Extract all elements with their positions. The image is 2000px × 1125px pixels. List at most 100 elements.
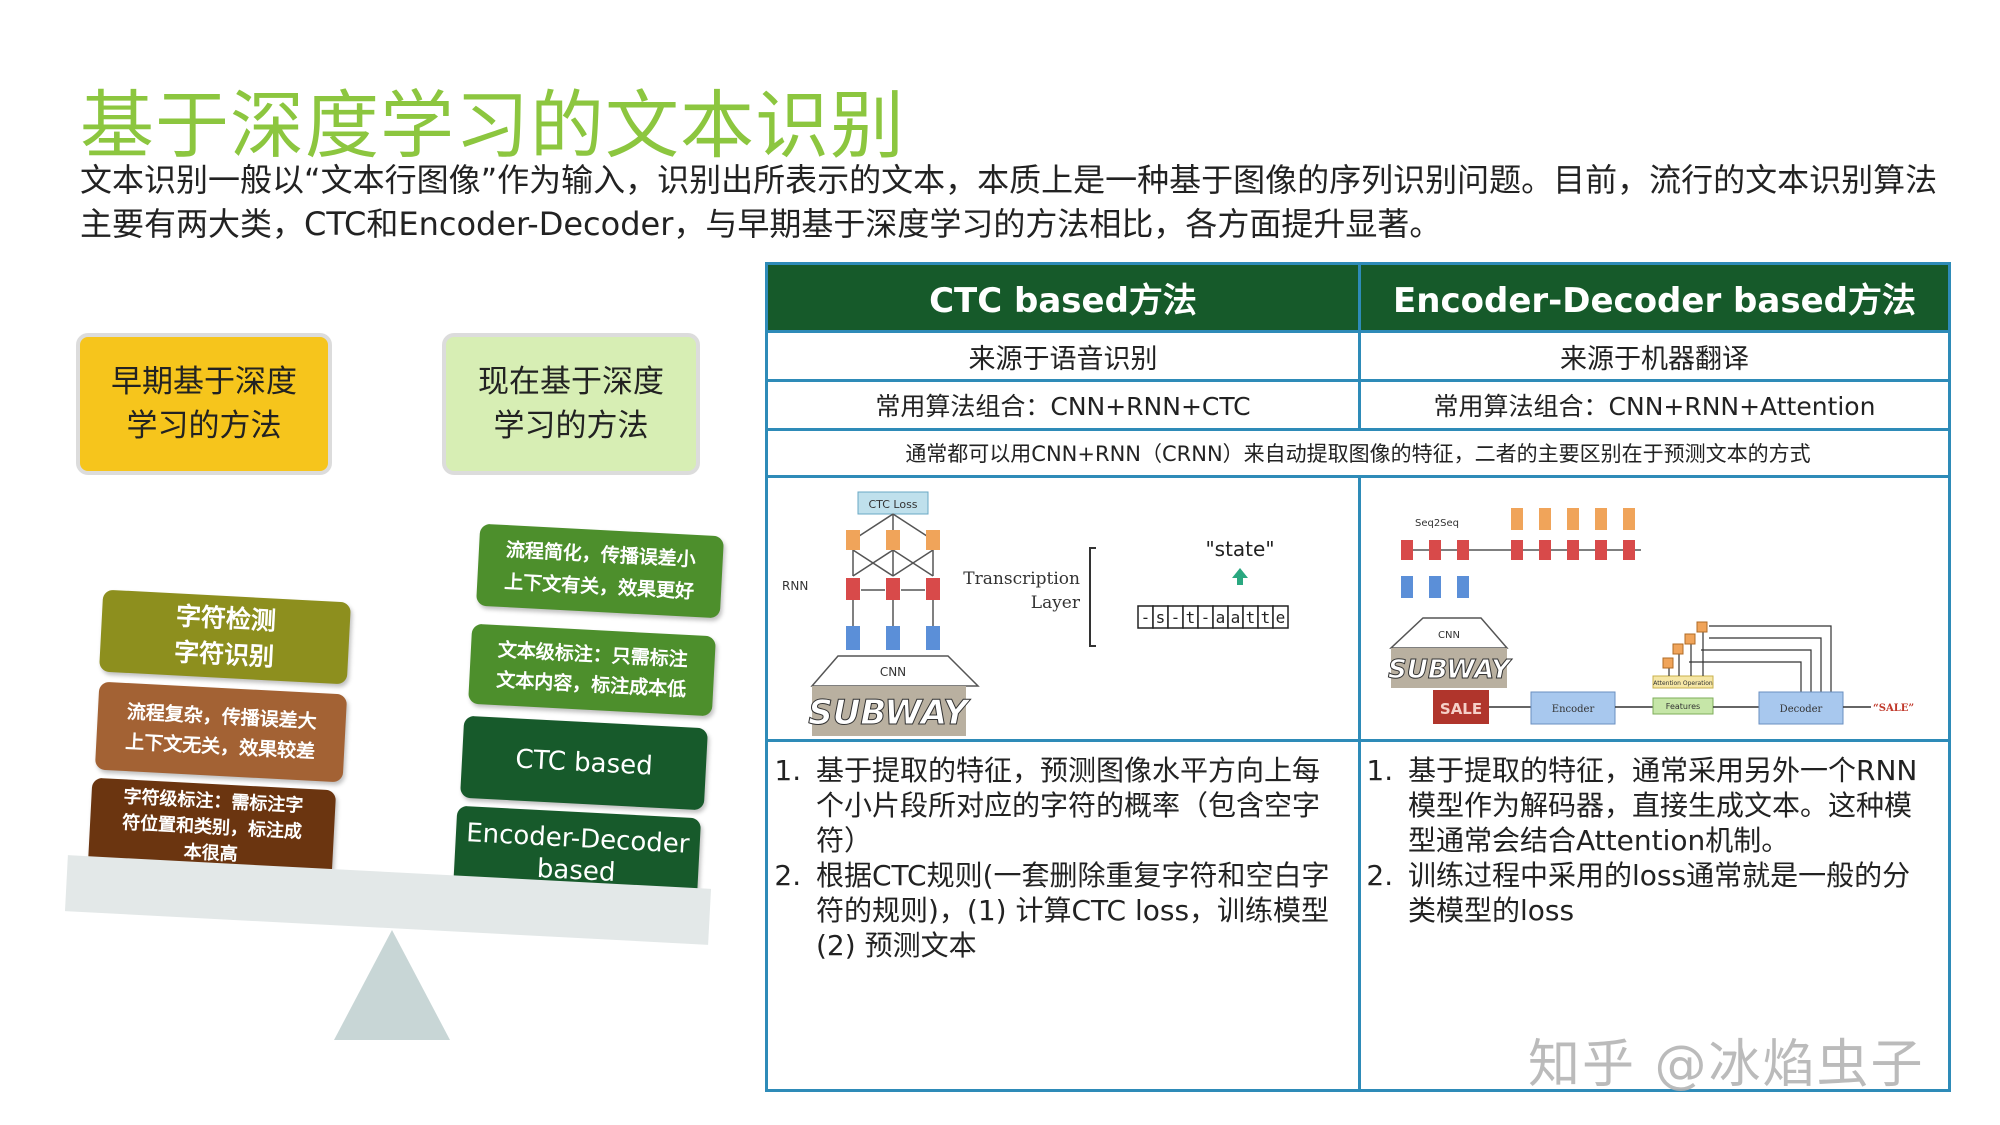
- slide-title: 基于深度学习的文本识别: [80, 83, 905, 169]
- ctc-subway-text: SUBWAY: [808, 693, 971, 733]
- seq2seq-decoder-node: [1511, 540, 1523, 560]
- ed-cnn-label: CNN: [1438, 630, 1460, 641]
- sequence-char: s: [1156, 608, 1166, 627]
- ed-subway-text: SUBWAY: [1388, 655, 1513, 685]
- table-divider-vertical-bottom: [1358, 475, 1361, 1089]
- seq2seq-output-node: [1567, 508, 1579, 530]
- table-rule-3: [768, 428, 1948, 431]
- now-box-line-1: 现在基于深度: [478, 364, 664, 400]
- seq2seq-output-node: [1623, 508, 1635, 530]
- tile-text: CTC based: [514, 744, 654, 782]
- table-rule-4: [768, 475, 1948, 478]
- current-methods-box: 现在基于深度学习的方法: [442, 333, 700, 475]
- ed-combo: 常用算法组合：CNN+RNN+Attention: [1433, 392, 1876, 421]
- sale-image: [1433, 690, 1489, 724]
- features-box: [1652, 697, 1714, 715]
- features-label: Features: [1666, 702, 1700, 711]
- rnn-label: RNN: [782, 579, 808, 593]
- state-label: "state": [1205, 537, 1274, 561]
- seq2seq-feature-node: [1401, 576, 1413, 598]
- sequence-char: a: [1216, 608, 1226, 627]
- ctc-rnn-nodes: [846, 578, 940, 600]
- transcription-bracket: [1089, 547, 1096, 647]
- attention-node: [1696, 621, 1708, 633]
- transcription-label-1: Transcription: [963, 569, 1080, 589]
- tile-early-drawback: 流程复杂，传播误差大 上下文无关，效果较差: [94, 681, 348, 783]
- ctc-combo: 常用算法组合：CNN+RNN+CTC: [875, 392, 1251, 421]
- decoder-box: [1758, 691, 1844, 725]
- ctc-output-nodes: [846, 530, 940, 550]
- shared-note: 通常都可以用CNN+RNN（CRNN）来自动提取图像的特征，二者的主要区别在于预…: [905, 442, 1811, 466]
- ed-subway-image: [1391, 648, 1507, 688]
- seq2seq-encoder-node: [1401, 540, 1413, 560]
- tile-ctc-based: CTC based: [460, 715, 708, 811]
- header-encoder-decoder: Encoder-Decoder based方法: [1361, 265, 1948, 330]
- attention-label: Attention Operation: [1653, 680, 1713, 687]
- sequence-char: -: [1171, 608, 1181, 627]
- ctc-step-1: 基于提取的特征，预测图像水平方向上每个小片段所对应的字符的概率（包含空字符）: [810, 753, 1330, 858]
- ed-steps-list: 基于提取的特征，通常采用另外一个RNN模型作为解码器，直接生成文本。这种模型通常…: [1362, 753, 1936, 928]
- now-box-line-2: 学习的方法: [493, 408, 649, 444]
- table-rule-5: [768, 739, 1948, 742]
- sequence-char: t: [1246, 608, 1256, 627]
- header-ctc: CTC based方法: [768, 265, 1358, 330]
- ctc-diagram: CTC Loss RNN CNN SU: [768, 478, 1358, 738]
- tile-simplified-process: 流程简化，传播误差小 上下文有关，效果更好: [476, 523, 724, 619]
- seq2seq-feature-node: [1457, 576, 1469, 598]
- seq2seq-encoder-node: [1457, 540, 1469, 560]
- ctc-subway-image: [812, 686, 966, 736]
- ed-steps: 基于提取的特征，通常采用另外一个RNN模型作为解码器，直接生成文本。这种模型通常…: [1362, 753, 1936, 1083]
- seq2seq-output-node: [1595, 508, 1607, 530]
- seq2seq-decoder-node: [1623, 540, 1635, 560]
- watermark: 知乎 @冰焰虫子: [1528, 1035, 1925, 1095]
- attention-box: [1652, 675, 1714, 689]
- ed-step-2: 训练过程中采用的loss通常就是一般的分类模型的loss: [1402, 858, 1936, 928]
- state-arrow-head: [1232, 568, 1248, 578]
- table-divider-vertical-top: [1358, 265, 1361, 428]
- ctc-cnn-label: CNN: [880, 665, 906, 679]
- attention-nodes: [1662, 621, 1708, 669]
- decoder-label: Decoder: [1780, 704, 1823, 715]
- seq2seq-output-node: [1511, 508, 1523, 530]
- ctc-steps-list: 基于提取的特征，预测图像水平方向上每个小片段所对应的字符的概率（包含空字符） 根…: [770, 753, 1330, 963]
- intro-text: 文本识别一般以“文本行图像”作为输入，识别出所表示的文本，本质上是一种基于图像的…: [80, 161, 1938, 243]
- state-arrow-shaft: [1237, 577, 1243, 585]
- early-box-line-2: 学习的方法: [126, 408, 282, 444]
- seq2seq-label: Seq2Seq: [1415, 518, 1459, 529]
- sequence-char: e: [1276, 608, 1286, 627]
- sequence-cell: [1272, 605, 1289, 629]
- ctc-step-2: 根据CTC规则(一套删除重复字符和空白字符的规则)，(1) 计算CTC loss…: [810, 858, 1330, 963]
- table-rule-2: [768, 379, 1948, 382]
- sequence-char: -: [1201, 608, 1211, 627]
- ctc-origin: 来源于语音识别: [968, 343, 1158, 375]
- seq2seq-output-node: [1539, 508, 1551, 530]
- tile-text: 字符检测: [175, 601, 277, 636]
- sequence-char: t: [1186, 608, 1196, 627]
- output-label: “SALE”: [1873, 703, 1914, 714]
- comparison-table: CTC based方法 Encoder-Decoder based方法 来源于语…: [765, 262, 1951, 1092]
- tile-text: 字符识别: [173, 637, 275, 672]
- ctc-cnn-block: [810, 655, 980, 687]
- sequence-char: t: [1261, 608, 1271, 627]
- ed-diagram: Seq2Seq CNN SUBWAY SALE Encoder Features…: [1361, 478, 1948, 738]
- seq2seq-nodes: [1401, 508, 1635, 598]
- balance-fulcrum: [334, 930, 450, 1040]
- ctc-feature-nodes: [846, 626, 940, 650]
- seq2seq-encoder-node: [1429, 540, 1441, 560]
- sequence-char: a: [1231, 608, 1241, 627]
- ctc-loss-label: CTC Loss: [868, 498, 917, 511]
- attention-node: [1662, 657, 1674, 669]
- seq2seq-decoder-node: [1539, 540, 1551, 560]
- sequence-char: -: [1141, 608, 1151, 627]
- attention-node: [1684, 633, 1696, 645]
- seq2seq-decoder-node: [1595, 540, 1607, 560]
- tile-char-detect-recog: 字符检测 字符识别: [99, 589, 351, 685]
- ctc-diagram-svg: CTC Loss RNN CNN SU: [782, 491, 1289, 736]
- encoder-label: Encoder: [1552, 704, 1595, 715]
- seq2seq-feature-node: [1429, 576, 1441, 598]
- table-rule-1: [768, 330, 1948, 333]
- ctc-steps: 基于提取的特征，预测图像水平方向上每个小片段所对应的字符的概率（包含空字符） 根…: [770, 753, 1330, 1083]
- early-methods-box: 早期基于深度学习的方法: [76, 333, 332, 475]
- seq2seq-decoder-node: [1567, 540, 1579, 560]
